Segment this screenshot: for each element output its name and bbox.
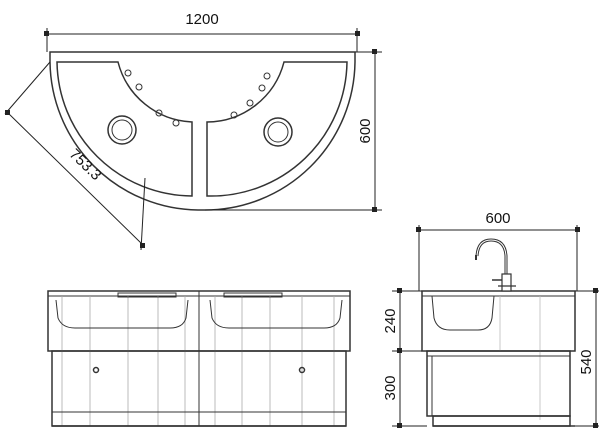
right-drain	[263, 117, 293, 147]
front-view	[47, 290, 351, 427]
dim-sink-height-label: 240	[382, 308, 399, 333]
left-drain	[107, 115, 137, 145]
dim-top-depth	[205, 49, 382, 212]
dim-top-width	[44, 28, 360, 52]
dim-top-width-label: 1200	[185, 11, 218, 28]
dim-diagonal-label: 753.3	[66, 146, 105, 184]
faucet-icon	[475, 238, 516, 292]
dim-total-height-label: 540	[578, 349, 595, 374]
dim-cabinet-height-label: 300	[382, 375, 399, 400]
front-right-overflow	[223, 292, 283, 298]
dim-side-width	[416, 225, 580, 291]
dim-total-height	[575, 288, 599, 428]
front-left-basin	[55, 299, 189, 329]
dim-top-depth-label: 600	[357, 118, 374, 143]
right-tap-holes	[230, 72, 271, 119]
front-left-overflow	[117, 292, 177, 298]
side-sink-box	[421, 290, 576, 352]
side-basin	[431, 295, 495, 331]
left-tap-holes	[124, 69, 180, 127]
side-view: 600 240 300 540	[382, 210, 599, 428]
left-door-knob	[92, 366, 100, 374]
dim-side-width-label: 600	[485, 210, 510, 227]
left-basin-outline	[56, 61, 193, 197]
top-view: 1200 600 753.3	[4, 11, 382, 251]
countertop-outline	[49, 51, 356, 211]
dim-side-heights	[392, 288, 427, 428]
right-door-knob	[298, 366, 306, 374]
dim-diagonal	[4, 61, 146, 251]
front-right-basin	[209, 299, 343, 329]
front-ribs	[61, 296, 335, 426]
side-plinth	[432, 415, 571, 427]
side-cabinet	[426, 350, 571, 417]
right-basin-outline	[206, 61, 348, 197]
